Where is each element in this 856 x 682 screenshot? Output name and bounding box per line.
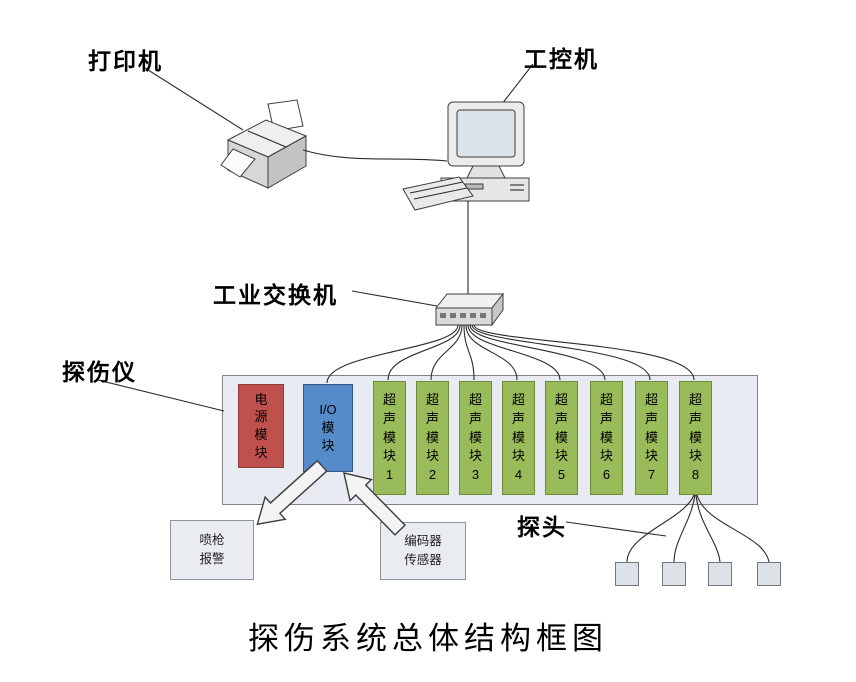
computer-illustration xyxy=(402,101,530,211)
detector-label: 探伤仪 xyxy=(62,359,137,385)
switch-leader-line xyxy=(351,290,438,307)
monitor-stand xyxy=(466,165,506,179)
printer-slot xyxy=(247,130,287,148)
encoder-sensor-box: 编码器 传感器 xyxy=(380,522,466,580)
probe-wire-4 xyxy=(696,494,770,563)
connector-switch-us2 xyxy=(430,324,463,381)
keyboard-row-line xyxy=(413,187,468,200)
switch-label: 工业交换机 xyxy=(213,282,338,308)
switch-port xyxy=(470,313,476,318)
printer-top-face xyxy=(226,119,308,158)
ultrasonic-module-6: 超 声 模 块 6 xyxy=(590,381,623,495)
switch-illustration xyxy=(434,292,505,327)
ultrasonic-module-8: 超 声 模 块 8 xyxy=(679,381,712,495)
monitor-body xyxy=(447,101,525,167)
probe-wire-3 xyxy=(695,494,721,563)
connector-switch-us7 xyxy=(471,324,651,381)
connector-switch-us1 xyxy=(387,324,461,381)
probe-wire-1 xyxy=(626,494,695,563)
ultrasonic-module-4: 超 声 模 块 4 xyxy=(502,381,535,495)
probe-label: 探头 xyxy=(517,514,567,540)
ultrasonic-module-3: 超 声 模 块 3 xyxy=(459,381,492,495)
probe-wire-2 xyxy=(673,494,696,563)
switch-front-face xyxy=(435,307,493,326)
switch-top-face xyxy=(434,293,505,309)
switch-side-face xyxy=(491,292,504,327)
ultrasonic-module-2: 超 声 模 块 2 xyxy=(416,381,449,495)
switch-port xyxy=(440,313,446,318)
keyboard-row-line xyxy=(409,181,464,194)
printer-illustration xyxy=(220,99,308,189)
ipc-label: 工控机 xyxy=(524,46,599,72)
connector-switch-us3 xyxy=(463,324,475,381)
printer-computer-cable xyxy=(302,149,448,162)
spray-gun-alarm-box: 喷枪 报警 xyxy=(170,520,254,580)
switch-port xyxy=(450,313,456,318)
probe-square xyxy=(662,562,686,586)
printer-output-sheet xyxy=(220,148,256,178)
probe-square xyxy=(757,562,781,586)
connector-switch-us8 xyxy=(473,324,695,381)
printer-paper-top xyxy=(267,99,304,132)
printer-side-face xyxy=(267,135,307,189)
diagram-title: 探伤系统总体结构框图 xyxy=(248,621,608,656)
power-module: 电 源 模 块 xyxy=(238,384,284,468)
probe-leader-line xyxy=(565,521,667,537)
ultrasonic-module-1: 超 声 模 块 1 xyxy=(373,381,406,495)
ultrasonic-module-7: 超 声 模 块 7 xyxy=(635,381,668,495)
keyboard xyxy=(402,176,474,211)
printer-leader-line xyxy=(144,67,244,131)
probe-square xyxy=(708,562,732,586)
io-module: I/O 模 块 xyxy=(303,384,353,472)
ultrasonic-module-5: 超 声 模 块 5 xyxy=(545,381,578,495)
printer-front-face xyxy=(227,139,269,189)
connector-switch-us4 xyxy=(465,324,518,381)
drive-bay xyxy=(448,183,484,190)
probe-square xyxy=(615,562,639,586)
printer-label: 打印机 xyxy=(88,48,163,74)
desktop-unit xyxy=(440,177,530,202)
switch-port xyxy=(480,313,486,318)
connector-switch-us6 xyxy=(469,324,606,381)
connector-switch-us5 xyxy=(467,324,561,381)
monitor-screen xyxy=(456,109,516,158)
switch-port xyxy=(460,313,466,318)
detector-chassis: 电 源 模 块 I/O 模 块 超 声 模 块 1 超 声 模 块 2 超 声 … xyxy=(222,375,758,505)
